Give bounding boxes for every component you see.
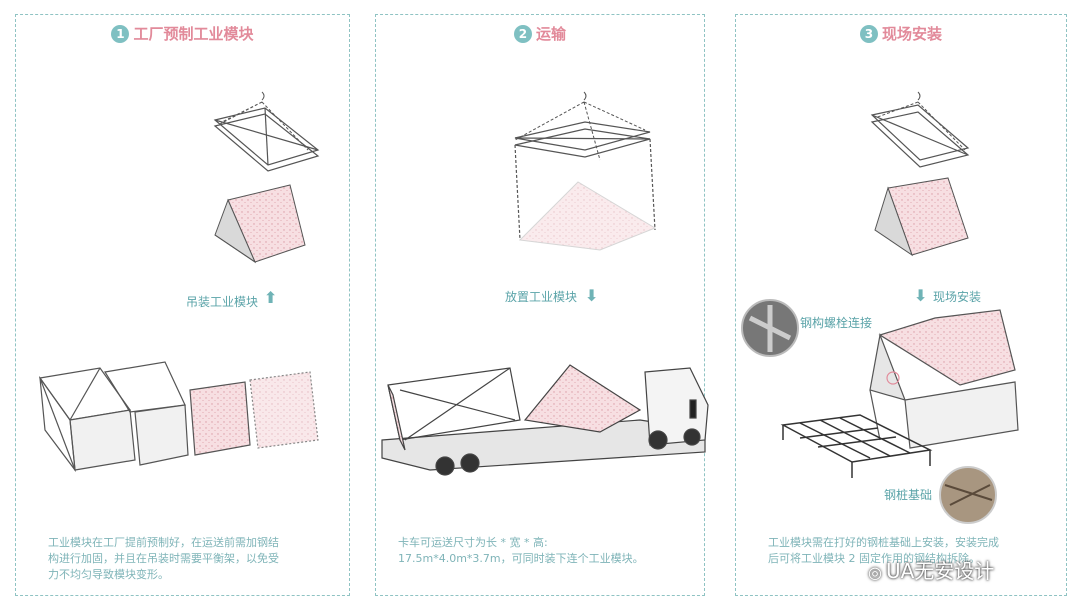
desc-line: 构进行加固，并且在吊装时需要平衡架，以免受 bbox=[48, 552, 279, 565]
panel-title-text: 工厂预制工业模块 bbox=[133, 25, 254, 43]
watermark: ◎UA无安设计 bbox=[868, 555, 994, 584]
desc-line: 工业模块需在打好的钢桩基础上安装，安装完成 bbox=[768, 536, 999, 549]
lift-module-label: 吊装工业模块 bbox=[186, 295, 259, 309]
truck bbox=[381, 364, 709, 476]
balance-frame-1 bbox=[213, 107, 320, 172]
bolt-connection-label: 钢构螺栓连接 bbox=[800, 316, 873, 330]
desc-line: 力不均匀导致模块变形。 bbox=[48, 568, 169, 581]
transport-description: 卡车可运送尺寸为长 * 宽 * 高: 17.5m*4.0m*3.7m，可同时装下… bbox=[398, 535, 644, 567]
installed-house bbox=[869, 309, 1019, 449]
balance-frame-3 bbox=[870, 104, 970, 168]
panel-title-text: 现场安装 bbox=[881, 25, 942, 43]
step-number: 1 bbox=[111, 25, 130, 43]
desc-line: 卡车可运送尺寸为长 * 宽 * 高: bbox=[398, 536, 548, 549]
roof-module-3 bbox=[874, 177, 969, 257]
factory-description: 工业模块在工厂提前预制好，在运送前需加钢结 构进行加固，并且在吊装时需要平衡架，… bbox=[48, 535, 279, 583]
step-number: 2 bbox=[513, 25, 532, 43]
wechat-icon: ◎ bbox=[868, 563, 882, 582]
crane-hook-1 bbox=[217, 91, 309, 151]
balance-frame-2 bbox=[514, 121, 656, 241]
stacked-modules bbox=[38, 361, 319, 473]
pile-foundation-label: 钢桩基础 bbox=[884, 488, 933, 502]
down-arrow-icon: ⬇ bbox=[585, 286, 599, 305]
desc-line: 工业模块在工厂提前预制好，在运送前需加钢结 bbox=[48, 536, 279, 549]
bolt-detail-photo bbox=[741, 299, 799, 357]
place-module-label: 放置工业模块 bbox=[505, 290, 578, 304]
up-arrow-icon: ⬆ bbox=[264, 288, 278, 307]
install-label: 现场安装 bbox=[933, 290, 982, 304]
steel-pile-foundation bbox=[780, 414, 933, 478]
panel-title-text: 运输 bbox=[535, 25, 566, 43]
roof-module-2 bbox=[518, 181, 657, 251]
desc-line: 后可将工业模块 2 固定作用的钢结构拆除。 bbox=[768, 552, 980, 565]
pile-detail-photo bbox=[939, 466, 997, 524]
crane-hook-2 bbox=[514, 91, 646, 161]
watermark-text: UA无安设计 bbox=[885, 559, 995, 583]
desc-line: 17.5m*4.0m*3.7m，可同时装下连个工业模块。 bbox=[398, 552, 644, 565]
roof-module-1 bbox=[214, 184, 306, 264]
step-number: 3 bbox=[859, 25, 878, 43]
install-description: 工业模块需在打好的钢桩基础上安装，安装完成 后可将工业模块 2 固定作用的钢结构… bbox=[768, 535, 999, 567]
down-arrow-icon: ⬇ bbox=[914, 286, 928, 305]
